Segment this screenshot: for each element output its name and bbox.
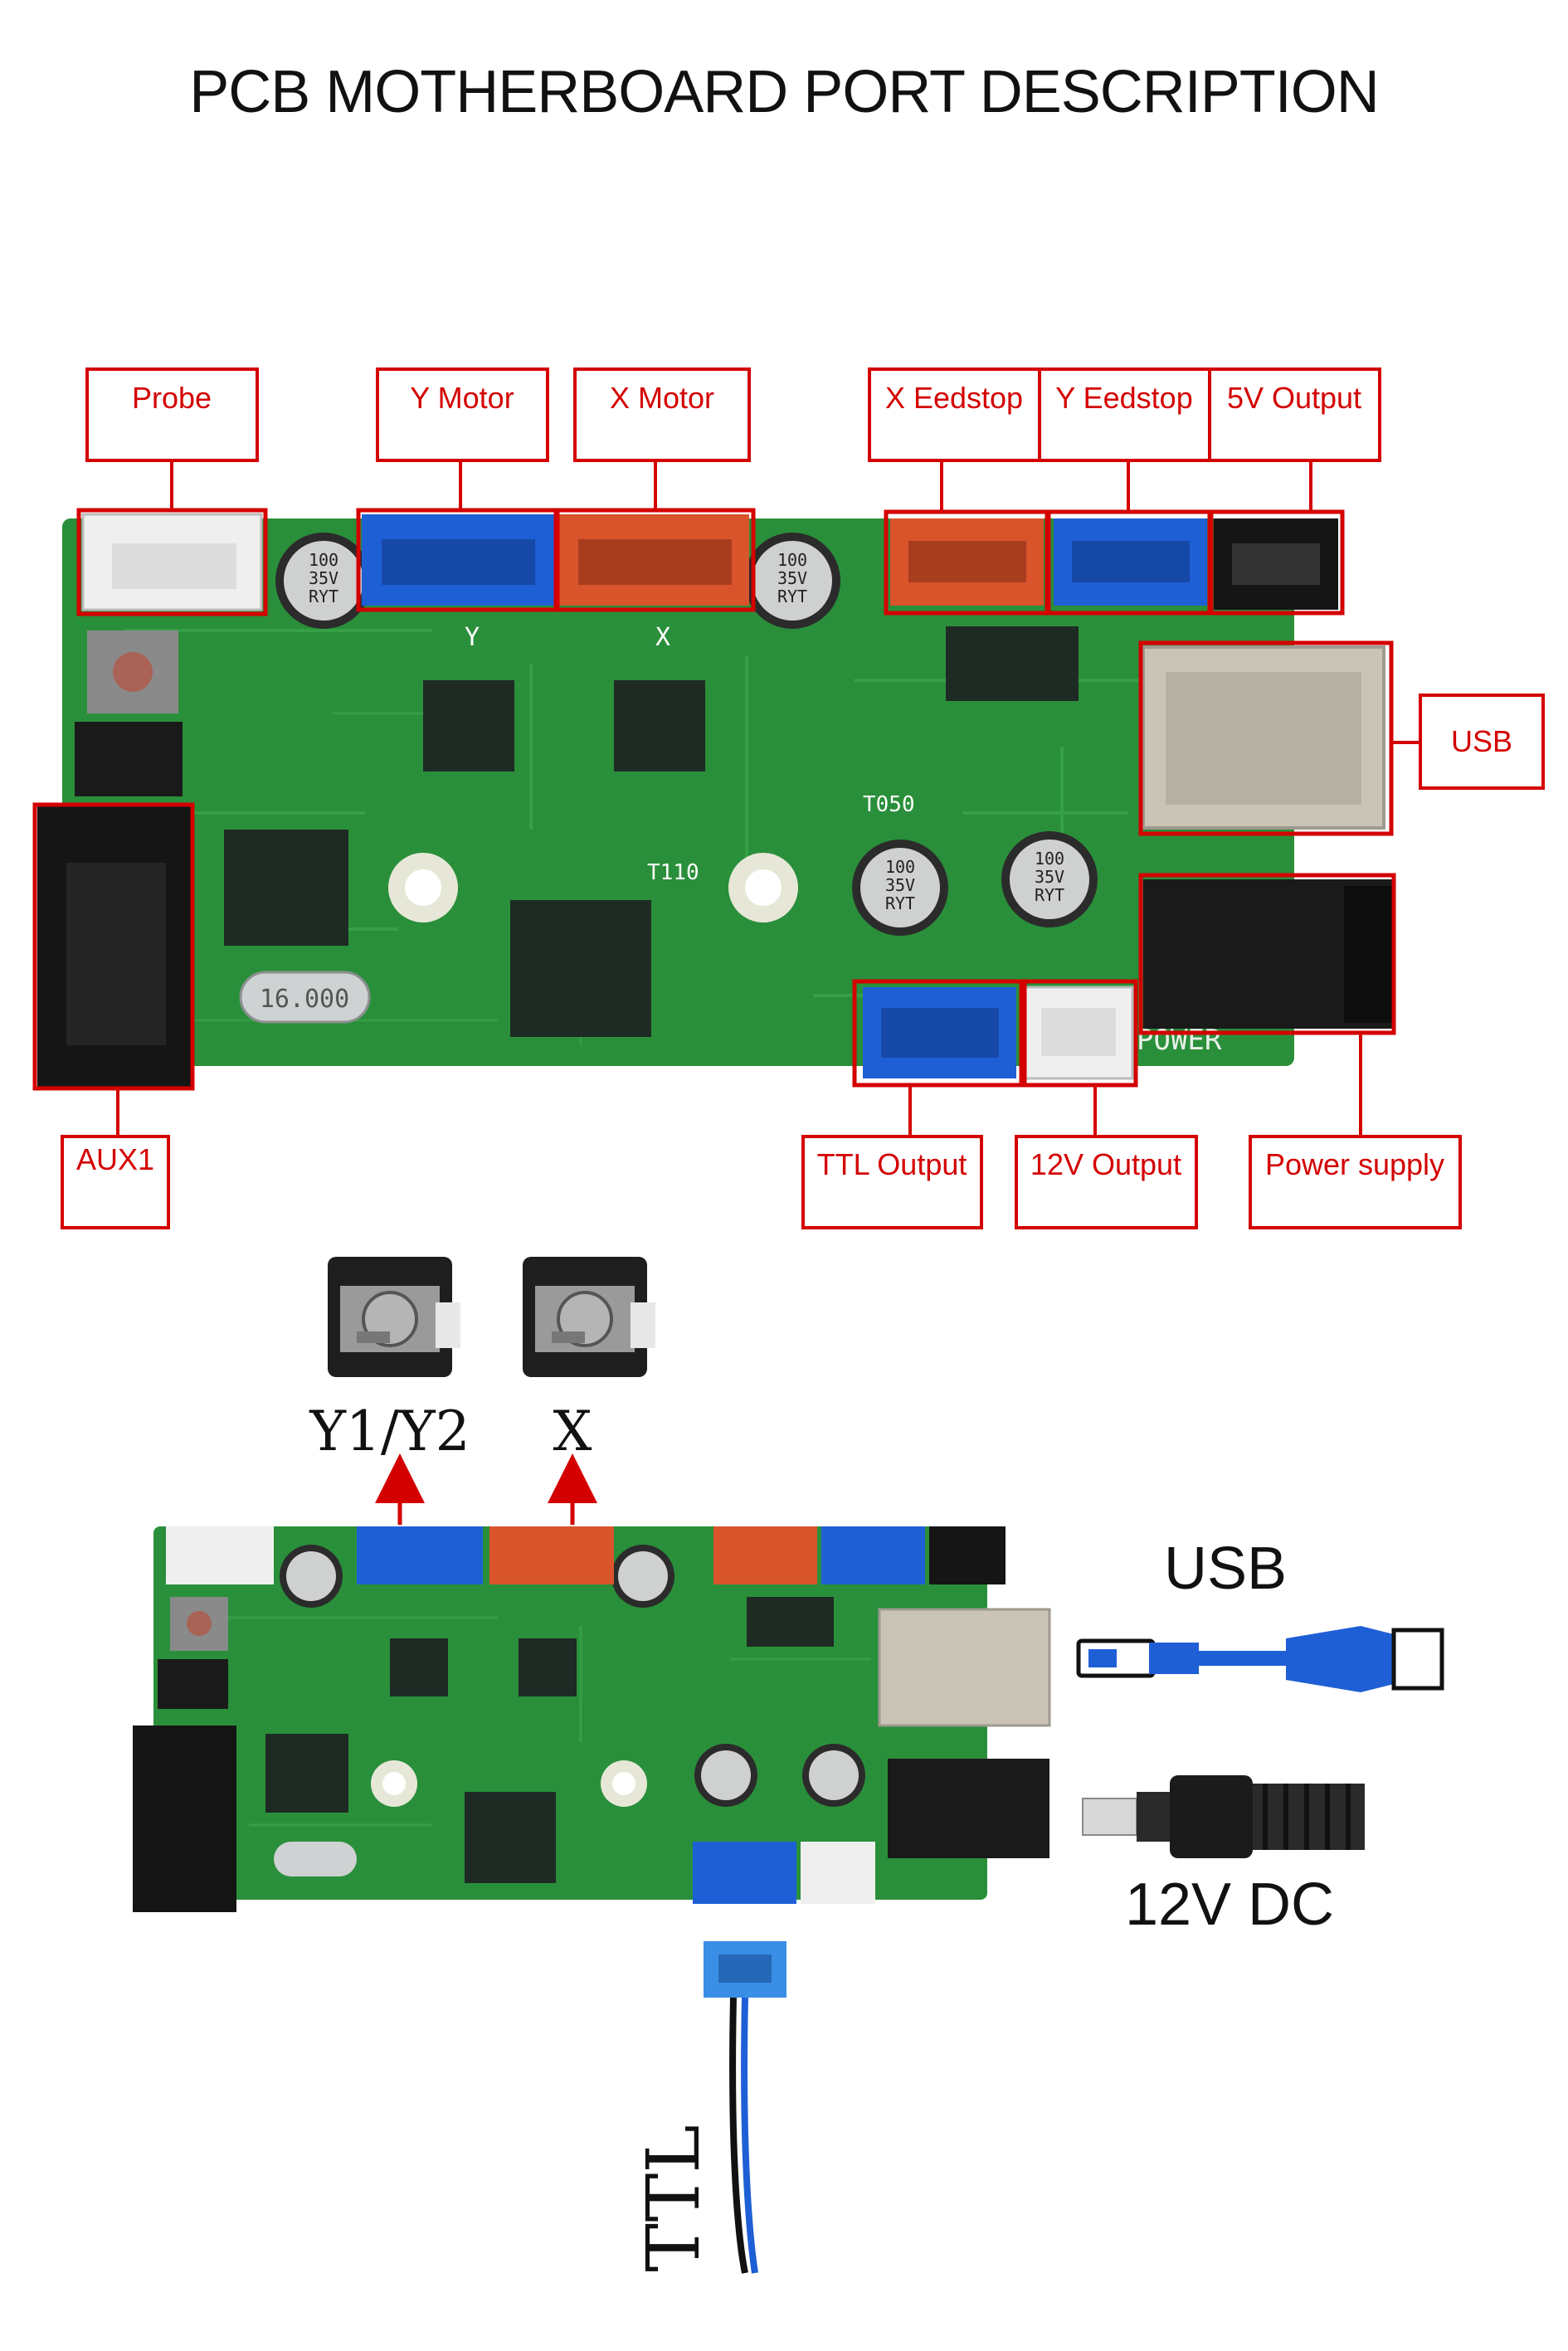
- dc-label: 12V DC: [1125, 1872, 1334, 1938]
- probe-label: Probe: [132, 381, 212, 415]
- power-jack-connector: [1143, 879, 1394, 1029]
- capacitor: [275, 533, 372, 629]
- top-pcb-board: 16.000 POWER T050 T110 Y X: [62, 518, 1294, 1066]
- usb-cable-label: USB: [1164, 1536, 1287, 1602]
- pin-header: [75, 722, 183, 796]
- crystal: [239, 971, 371, 1024]
- capacitor-label: 35V: [1035, 867, 1064, 887]
- 12v-output-label: 12V Output: [1030, 1147, 1181, 1181]
- power-silkscreen: POWER: [1137, 1024, 1222, 1057]
- 5v-output-label: 5V Output: [1227, 381, 1361, 415]
- capacitor-label: RYT: [1035, 885, 1064, 905]
- driver-chip-y: [423, 680, 514, 771]
- power-supply-label: Power supply: [1265, 1147, 1444, 1181]
- capacitor: [1001, 831, 1098, 927]
- 5v-output-connector: [1214, 518, 1338, 610]
- dc-plug-icon: [1082, 1775, 1365, 1858]
- page-title: PCB MOTHERBOARD PORT DESCRIPTION: [189, 59, 1380, 125]
- y-motor-connector: [362, 514, 554, 606]
- probe-connector: [81, 513, 263, 611]
- capacitor: [852, 840, 948, 936]
- motor-y-label: Y1/Y2: [309, 1399, 470, 1463]
- t050-silkscreen: T050: [863, 792, 915, 817]
- capacitor-label: 35V: [885, 875, 915, 895]
- ttl-cable-icon: [704, 1941, 786, 2274]
- capacitor-label: 35V: [309, 568, 338, 588]
- capacitor-label: RYT: [309, 587, 338, 606]
- 12v-output-connector: [1023, 986, 1134, 1080]
- capacitor-label: 35V: [777, 568, 807, 588]
- aux1-connector: [37, 805, 191, 1087]
- driver-chip-x: [614, 680, 705, 771]
- capacitor-label: 100: [885, 857, 915, 877]
- mcu-chip: [224, 830, 348, 946]
- ttl-cable-label: TTL: [631, 2125, 716, 2271]
- stepper-motor-x-icon: [523, 1257, 655, 1377]
- capacitor-label: 100: [777, 550, 807, 570]
- crystal-label: 16.000: [260, 985, 349, 1014]
- motor-x-label: X: [553, 1399, 592, 1463]
- capacitor-label: RYT: [777, 587, 807, 606]
- x-motor-label: X Motor: [610, 381, 714, 415]
- aux1-label: AUX1: [76, 1142, 154, 1176]
- capacitor-label: 100: [1035, 849, 1064, 869]
- ttl-output-connector: [863, 987, 1016, 1078]
- motor-arrows: [375, 1453, 597, 1525]
- stepper-motor-y-icon: [328, 1257, 460, 1377]
- x-silkscreen: X: [655, 623, 670, 652]
- t110-silkscreen: T110: [647, 860, 699, 885]
- y-endstop-label: Y Eedstop: [1055, 381, 1192, 415]
- shift-register-chip: [946, 626, 1079, 701]
- x-motor-connector: [558, 514, 749, 606]
- capacitor-label: 100: [309, 550, 338, 570]
- usb-cable-icon: [1076, 1626, 1444, 1692]
- x-endstop-label: X Eedstop: [885, 381, 1023, 415]
- regulator: [510, 900, 651, 1037]
- y-motor-label: Y Motor: [410, 381, 514, 415]
- capacitor-label: RYT: [885, 893, 915, 913]
- usb-label: USB: [1451, 724, 1512, 758]
- leader-lines: [116, 460, 1420, 1137]
- y-silkscreen: Y: [465, 623, 480, 652]
- bottom-pcb-board: [133, 1526, 1051, 1912]
- usb-connector: [1142, 645, 1385, 830]
- x-endstop-connector: [890, 518, 1044, 606]
- ttl-output-label: TTL Output: [817, 1147, 967, 1181]
- capacitor: [744, 533, 840, 629]
- label-boxes: [61, 367, 1545, 1229]
- y-endstop-connector: [1054, 518, 1207, 606]
